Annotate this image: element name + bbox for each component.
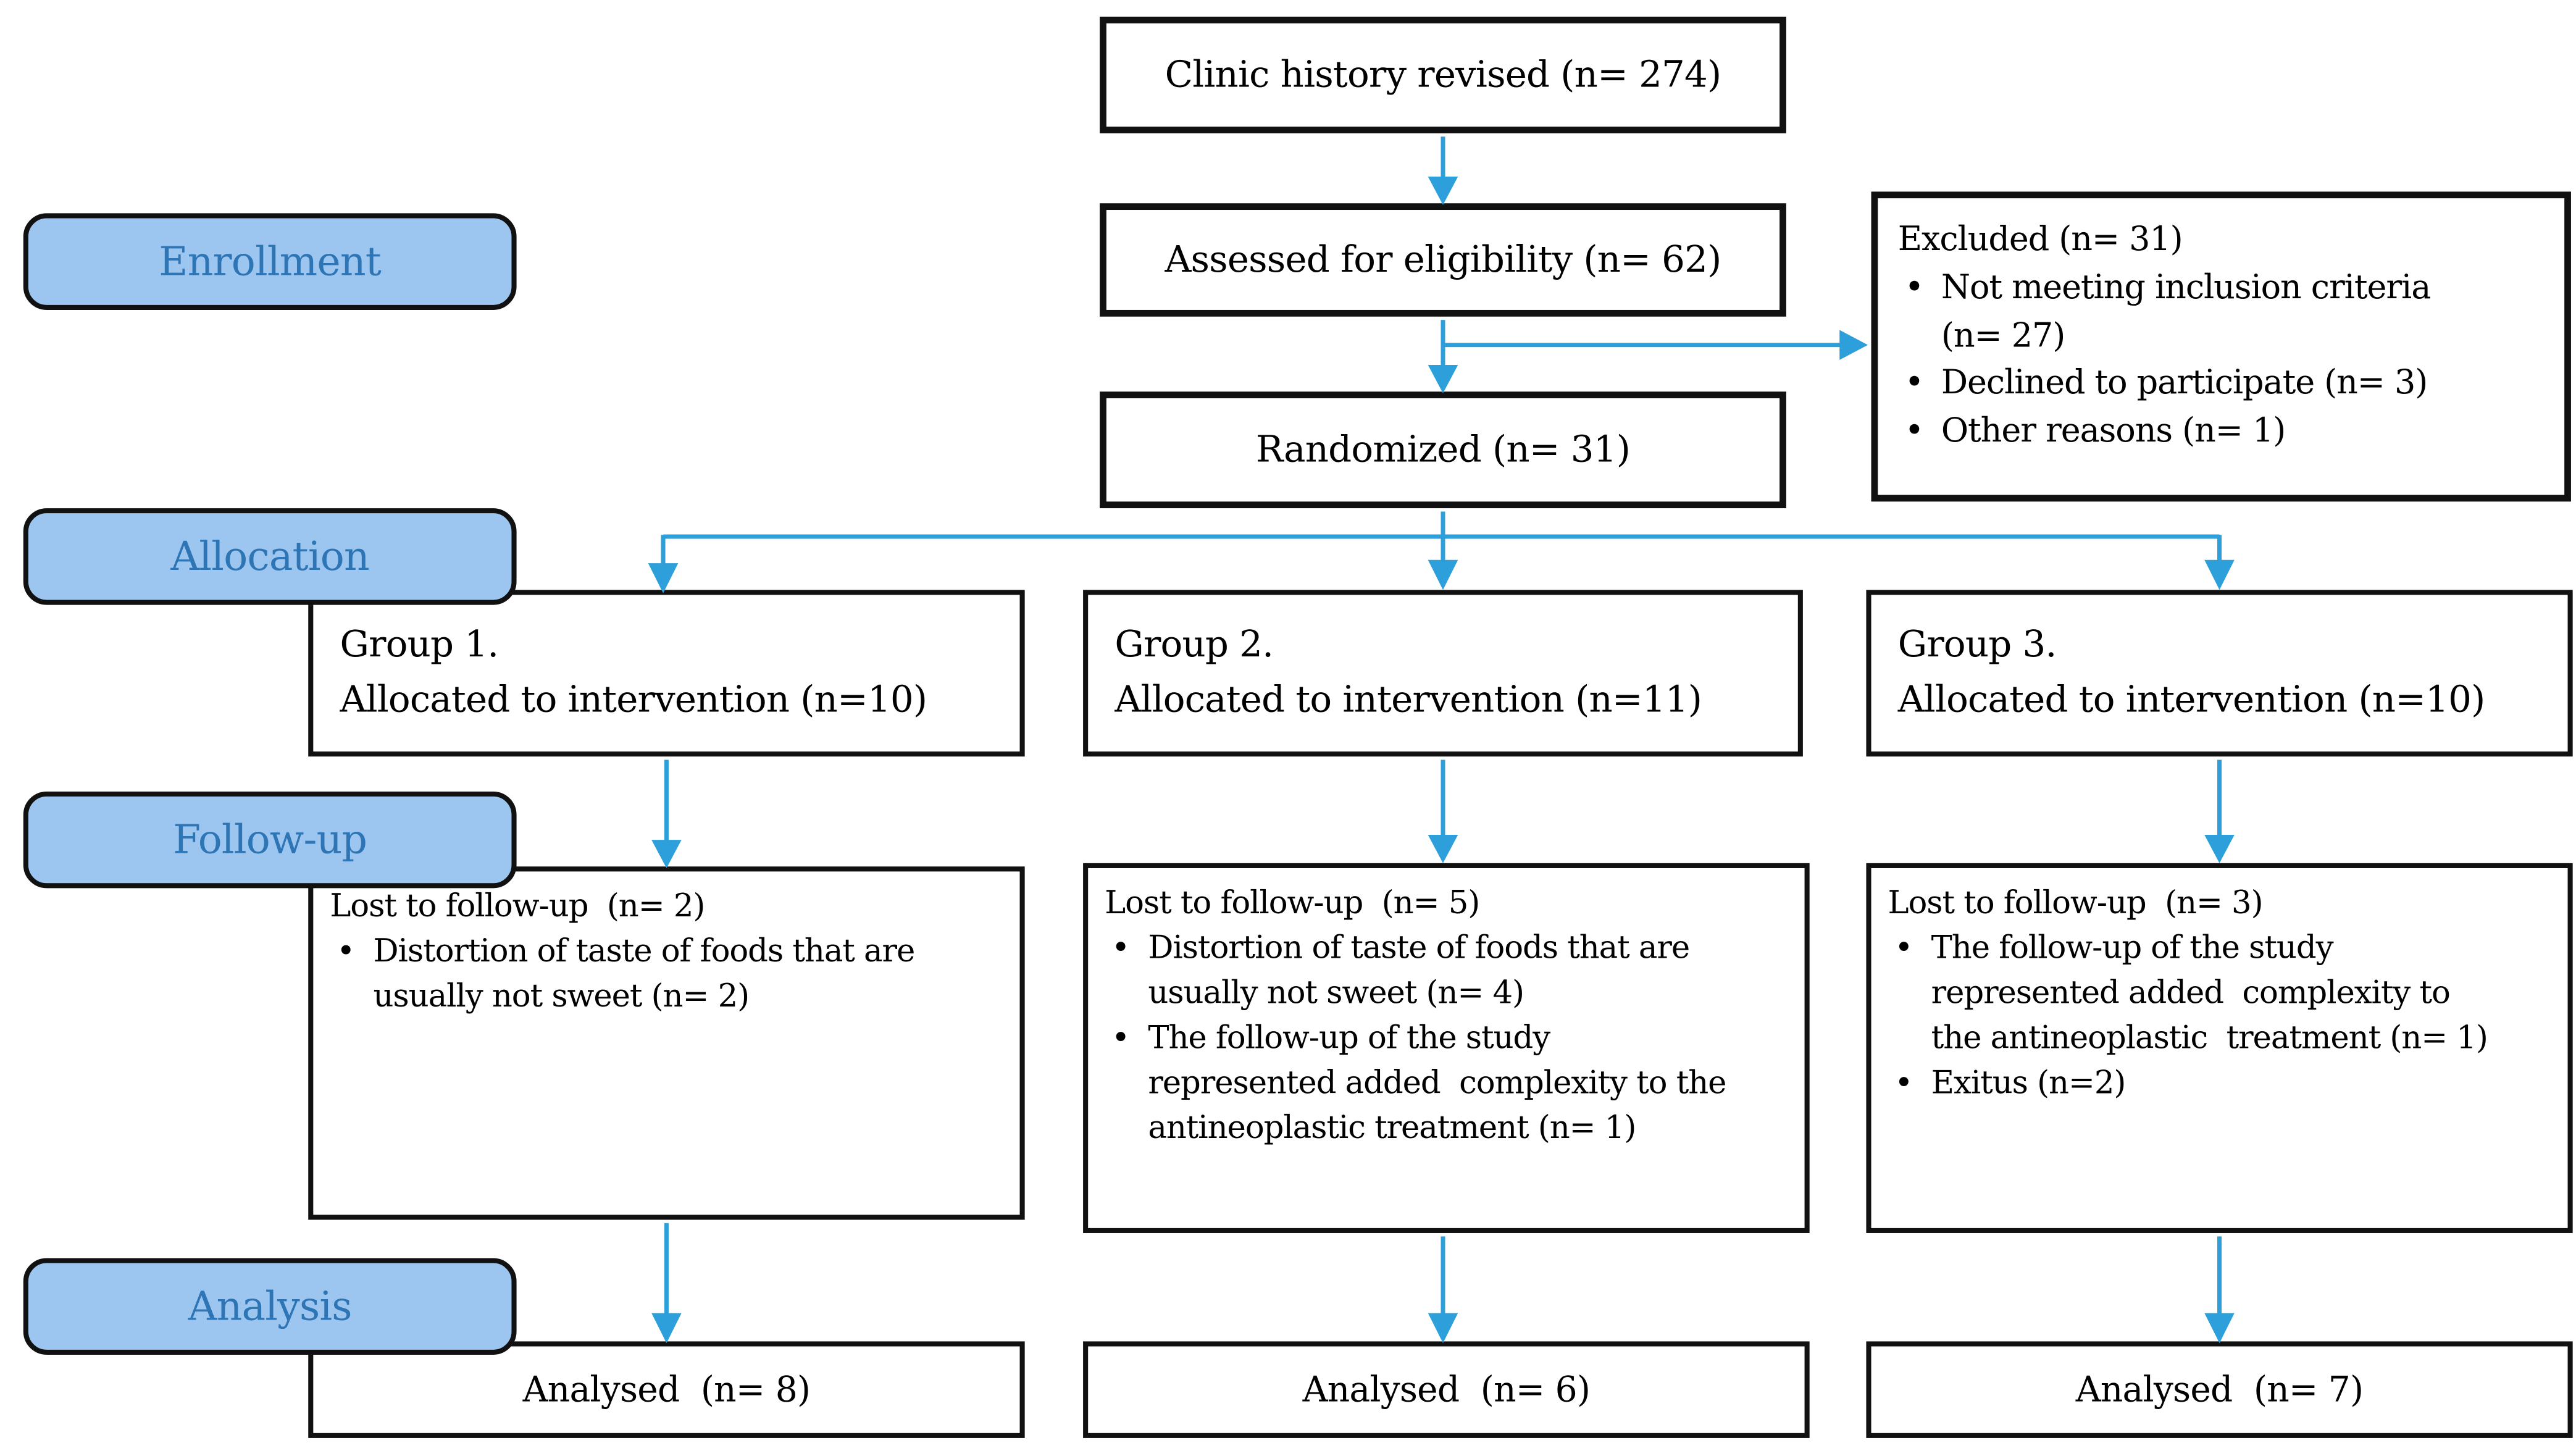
assessed-box: Assessed for eligibility (n= 62) <box>1100 203 1786 317</box>
clinic-history-text: Clinic history revised (n= 274) <box>1165 54 1722 96</box>
group2-analysed-box: Analysed (n= 6) <box>1083 1341 1810 1438</box>
clinic-history-box: Clinic history revised (n= 274) <box>1100 16 1786 133</box>
randomized-text: Randomized (n= 31) <box>1255 429 1631 471</box>
bullet-dot: • <box>1904 362 1924 403</box>
bullet-dot: • <box>1111 929 1130 967</box>
group3-followup-title: Lost to follow-up (n= 3) <box>1888 884 2264 922</box>
stage-label-allocation: Allocation <box>23 508 517 605</box>
stage-label-followup-text: Follow-up <box>173 816 367 863</box>
group1-followup-bullet-1: • Distortion of taste of foods that are … <box>330 930 1010 1020</box>
arrow-followup2-to-analysed <box>1428 1236 1458 1344</box>
group1-allocation-text: Group 1. Allocated to intervention (n=10… <box>340 624 928 722</box>
excluded-bullet-3: • Other reasons (n= 1) <box>1898 407 2554 455</box>
stage-label-analysis: Analysis <box>23 1258 517 1355</box>
group3-allocation-text: Group 3. Allocated to intervention (n=10… <box>1897 624 2486 722</box>
excluded-box: Excluded (n= 31) • Not meeting inclusion… <box>1871 191 2571 502</box>
bullet-dot: • <box>337 933 355 970</box>
group1-analysed-box: Analysed (n= 8) <box>308 1341 1025 1438</box>
group3-followup-bullet-2: • Exitus (n=2) <box>1888 1061 2558 1107</box>
group1-followup-title: Lost to follow-up (n= 2) <box>330 888 705 925</box>
arrow-assessed-to-excluded <box>1442 330 1868 360</box>
group3-analysed-box: Analysed (n= 7) <box>1866 1341 2573 1438</box>
bullet-dot: • <box>1111 1019 1130 1057</box>
group3-analysed-text: Analysed (n= 7) <box>2075 1370 2364 1410</box>
group2-allocation-text: Group 2. Allocated to intervention (n=11… <box>1114 624 1702 722</box>
stage-label-allocation-text: Allocation <box>170 533 369 580</box>
excluded-bullet-2: • Declined to participate (n= 3) <box>1898 359 2554 407</box>
arrow-group1-to-followup <box>651 760 682 868</box>
excluded-bullet-1: • Not meeting inclusion criteria (n= 27) <box>1898 263 2554 359</box>
arrow-randomized-split <box>648 511 2235 593</box>
bullet-dot: • <box>1894 1065 1913 1102</box>
stage-label-analysis-text: Analysis <box>188 1283 353 1330</box>
stage-label-enrollment-text: Enrollment <box>159 238 382 285</box>
stage-label-enrollment: Enrollment <box>23 213 517 310</box>
excluded-title: Excluded (n= 31) <box>1897 218 2183 259</box>
group1-analysed-text: Analysed (n= 8) <box>522 1370 811 1410</box>
group1-allocation-box: Group 1. Allocated to intervention (n=10… <box>308 590 1025 757</box>
arrow-followup1-to-analysed <box>651 1223 682 1344</box>
bullet-dot: • <box>1904 266 1924 306</box>
assessed-text: Assessed for eligibility (n= 62) <box>1165 239 1721 281</box>
randomized-box: Randomized (n= 31) <box>1100 391 1786 509</box>
arrow-clinic-to-assessed <box>1428 136 1458 205</box>
group2-followup-box: Lost to follow-up (n= 5) • Distortion of… <box>1083 863 1810 1233</box>
arrow-group3-to-followup <box>2204 760 2235 863</box>
arrow-group2-to-followup <box>1428 760 1458 863</box>
group2-followup-bullet-1: • Distortion of taste of foods that are … <box>1105 926 1794 1016</box>
bullet-dot: • <box>1904 410 1924 451</box>
bullet-dot: • <box>1894 929 1913 967</box>
group3-followup-box: Lost to follow-up (n= 3) • The follow-up… <box>1866 863 2573 1233</box>
group2-allocation-box: Group 2. Allocated to intervention (n=11… <box>1083 590 1803 757</box>
group2-analysed-text: Analysed (n= 6) <box>1302 1370 1591 1410</box>
stage-label-followup: Follow-up <box>23 791 517 889</box>
group2-followup-bullet-2: • The follow-up of the study represented… <box>1105 1016 1794 1151</box>
arrow-followup3-to-analysed <box>2204 1236 2235 1344</box>
group3-followup-bullet-1: • The follow-up of the study represented… <box>1888 926 2558 1061</box>
group1-followup-box: Lost to follow-up (n= 2) • Distortion of… <box>308 866 1025 1220</box>
group2-followup-title: Lost to follow-up (n= 5) <box>1105 884 1480 922</box>
arrow-assessed-to-randomized <box>1428 320 1458 393</box>
group3-allocation-box: Group 3. Allocated to intervention (n=10… <box>1866 590 2573 757</box>
